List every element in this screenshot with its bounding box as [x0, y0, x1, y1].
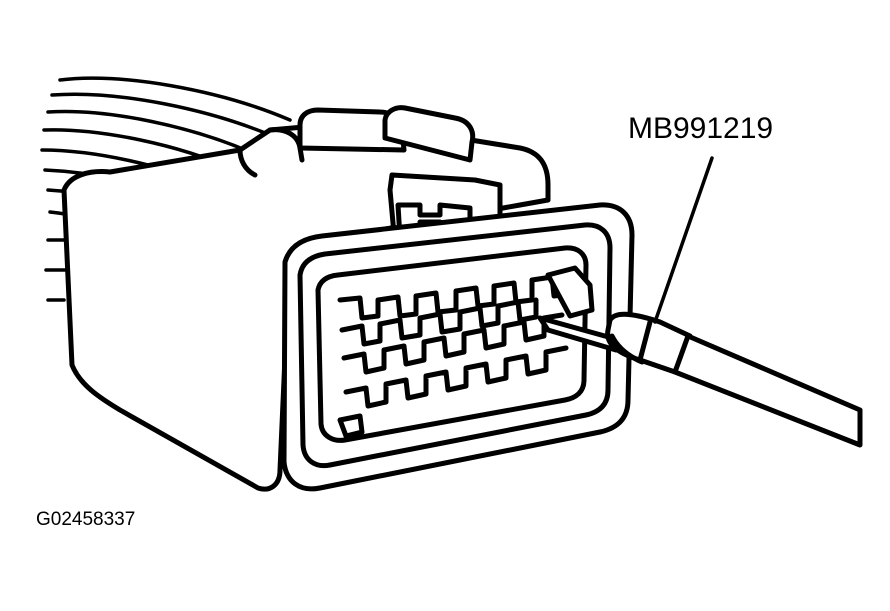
connector-housing: [61, 105, 635, 492]
callout-label: MB991219: [628, 112, 774, 145]
terminal-probe-tool: [537, 311, 863, 448]
terminal-cavities-upper: [337, 274, 573, 347]
terminal-cavities-lower: [337, 312, 569, 439]
callout-leader: [653, 156, 714, 324]
figure-id: G02458337: [36, 509, 136, 530]
